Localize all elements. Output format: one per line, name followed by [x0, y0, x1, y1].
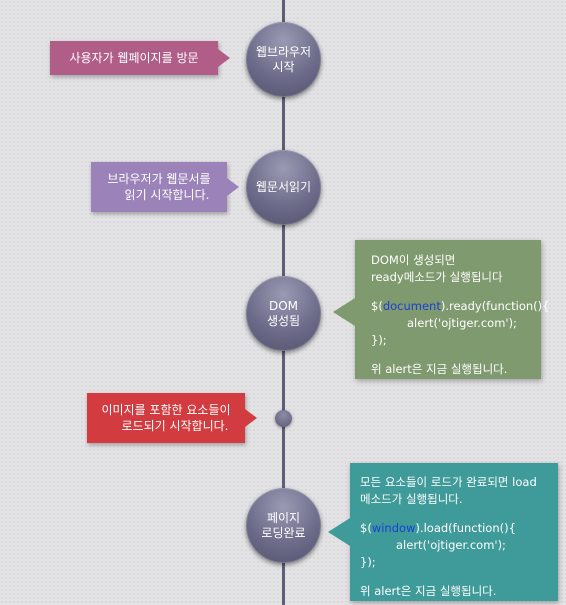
note-reading: 브라우저가 웹문서를 읽기 시작합니다.: [91, 162, 239, 212]
note-images-pointer: [245, 409, 257, 427]
panel-ready-code-body: alert('ojtiger.com');: [407, 316, 517, 330]
panel-load-gap1: [360, 508, 558, 520]
step-read-document: 웹문서읽기: [246, 150, 321, 225]
panel-load-code-open: $(window).load(function(){: [360, 520, 558, 537]
panel-ready-footer: 위 alert은 지금 실행됩니다.: [371, 362, 508, 376]
step-dom-created-line2: 생성됨: [266, 313, 301, 328]
note-reading-line2: 읽기 시작합니다.: [124, 188, 210, 202]
step-browser-start: 웹브라우저 시작: [246, 22, 321, 97]
panel-ready-code-open: $(document).ready(function(){: [371, 298, 549, 315]
panel-ready: DOM이 생성되면 ready메소드가 실행됩니다 $(document).re…: [333, 240, 549, 379]
note-images-line2: 로드되기 시작합니다.: [121, 419, 229, 433]
step-dom-created: DOM 생성됨: [246, 276, 321, 351]
step-page-loaded-line1: 페이지: [266, 510, 301, 525]
panel-load-line2: 메소드가 실행됩니다.: [360, 492, 463, 506]
step-page-loaded-line2: 로딩완료: [261, 525, 306, 540]
note-reading-line1: 브라우저가 웹문서를: [107, 172, 211, 186]
panel-ready-pointer: [333, 298, 355, 326]
panel-load-footer: 위 alert은 지금 실행됩니다.: [360, 584, 497, 598]
step-browser-start-line1: 웹브라우저: [255, 44, 312, 59]
note-images-line1: 이미지를 포함한 요소들이: [101, 403, 231, 417]
note-visit-text: 사용자가 웹페이지를 방문: [69, 51, 199, 65]
panel-ready-gap1: [371, 286, 541, 298]
panel-ready-line1: DOM이 생성되면: [371, 253, 456, 267]
step-images-loading-dot: [275, 410, 292, 427]
note-visit: 사용자가 웹페이지를 방문: [50, 41, 230, 75]
panel-load: 모든 요소들이 로드가 완료되면 load 메소드가 실행됩니다. $(wind…: [328, 463, 558, 601]
step-read-document-label: 웹문서읽기: [255, 180, 312, 194]
panel-load-code-suffix: ).load(function(){: [415, 521, 516, 535]
panel-ready-code-close: });: [371, 333, 387, 347]
panel-ready-line2: ready메소드가 실행됩니다: [371, 270, 503, 284]
panel-load-code-keyword: window: [371, 521, 416, 535]
step-page-loaded: 페이지 로딩완료: [246, 488, 321, 563]
note-visit-pointer: [218, 49, 230, 67]
panel-ready-code-keyword: document: [382, 299, 441, 313]
panel-load-code-close: });: [360, 555, 376, 569]
panel-ready-gap2: [371, 349, 541, 361]
panel-load-code-prefix: $(: [360, 521, 372, 535]
step-browser-start-line2: 시작: [272, 59, 295, 74]
panel-load-gap2: [360, 571, 558, 583]
note-images: 이미지를 포함한 요소들이 로드되기 시작합니다.: [87, 393, 257, 443]
panel-load-pointer: [328, 518, 350, 546]
panel-ready-code-prefix: $(: [371, 299, 383, 313]
panel-load-code-body: alert('ojtiger.com');: [396, 538, 506, 552]
note-reading-pointer: [227, 178, 239, 196]
panel-load-line1: 모든 요소들이 로드가 완료되면 load: [360, 475, 537, 489]
panel-ready-code-suffix: ).ready(function(){: [440, 299, 550, 313]
step-dom-created-line1: DOM: [268, 298, 299, 313]
